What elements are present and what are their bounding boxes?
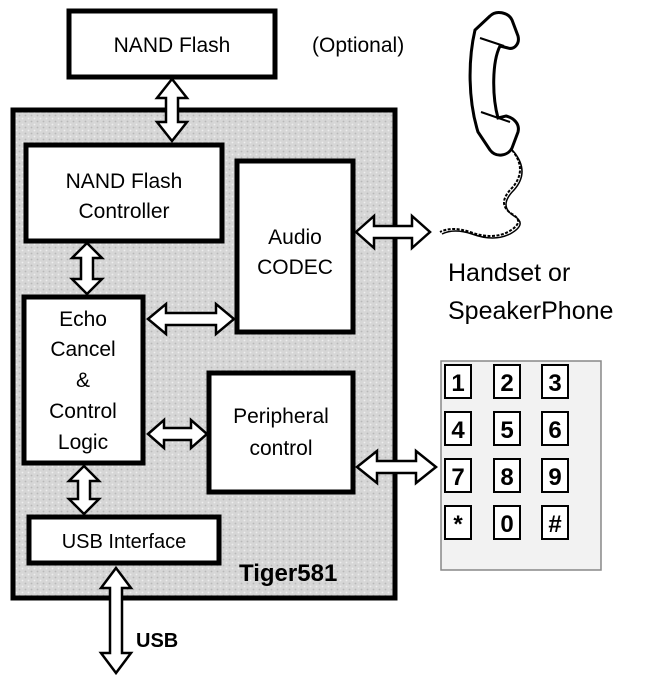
usb-interface-block: USB Interface — [26, 514, 222, 566]
keypad-key-label: 0 — [500, 511, 513, 538]
audio-codec-line2: CODEC — [257, 256, 333, 279]
arrow-peripheral-to-keypad — [354, 448, 439, 486]
keypad-key-label: 3 — [548, 370, 561, 397]
audio-codec-block: Audio CODEC — [234, 158, 356, 335]
keypad-key-label: # — [548, 511, 561, 538]
keypad-key[interactable]: 0 — [493, 505, 521, 540]
arrow-controller-to-echo — [68, 241, 106, 296]
keypad-key[interactable]: 2 — [493, 364, 521, 399]
peripheral-line1: Peripheral — [233, 405, 329, 428]
handset-icon — [439, 11, 523, 239]
keypad-key-label: 5 — [500, 417, 513, 444]
keypad-key-label: 4 — [451, 417, 465, 444]
usb-interface-label: USB Interface — [62, 531, 187, 553]
keypad-key[interactable]: 8 — [493, 458, 521, 493]
chip-name: Tiger581 — [239, 560, 337, 587]
keypad-key[interactable]: # — [541, 505, 569, 540]
keypad-key-label: 8 — [500, 464, 513, 491]
keypad-key-label: 7 — [451, 464, 464, 491]
keypad-key[interactable]: 7 — [444, 458, 472, 493]
arrow-nand-to-controller — [154, 76, 190, 144]
arrow-echo-to-usb-interface — [65, 464, 103, 516]
nand-flash-block: NAND Flash — [66, 8, 278, 80]
echo-cancel-block: Echo Cancel & Control Logic — [21, 294, 146, 466]
echo-line1: Echo — [59, 308, 107, 331]
keypad-key-label: 2 — [500, 370, 513, 397]
keypad-key[interactable]: 5 — [493, 411, 521, 446]
nand-flash-label: NAND Flash — [114, 34, 231, 57]
keypad-key[interactable]: 1 — [444, 364, 472, 399]
usb-label: USB — [136, 630, 178, 652]
echo-line3: & — [76, 369, 90, 392]
audio-codec-line1: Audio — [268, 226, 322, 249]
optional-note: (Optional) — [312, 34, 404, 57]
arrow-codec-to-handset — [354, 213, 432, 251]
keypad-key-label: * — [453, 511, 463, 538]
keypad-key[interactable]: * — [444, 505, 472, 540]
peripheral-control-block: Peripheral control — [206, 370, 356, 495]
arrow-usb-external — [98, 565, 134, 676]
keypad-key-label: 1 — [451, 370, 464, 397]
keypad-key[interactable]: 3 — [541, 364, 569, 399]
handset-line2: SpeakerPhone — [448, 297, 613, 325]
echo-line5: Logic — [58, 431, 108, 454]
keypad-key-label: 6 — [548, 417, 561, 444]
arrow-echo-to-codec — [146, 301, 236, 337]
arrow-echo-to-peripheral — [146, 417, 209, 451]
nand-controller-block: NAND Flash Controller — [23, 142, 225, 244]
keypad-key-label: 9 — [548, 464, 561, 491]
handset-line1: Handset or — [448, 259, 570, 287]
keypad-key[interactable]: 9 — [541, 458, 569, 493]
echo-line2: Cancel — [50, 338, 115, 361]
peripheral-line2: control — [249, 437, 312, 460]
nand-controller-line2: Controller — [78, 200, 169, 223]
nand-controller-line1: NAND Flash — [66, 170, 183, 193]
echo-line4: Control — [49, 400, 117, 423]
keypad-key[interactable]: 4 — [444, 411, 472, 446]
keypad-key[interactable]: 6 — [541, 411, 569, 446]
keypad: 1 2 3 4 5 6 7 8 9 * 0 # — [440, 360, 602, 571]
